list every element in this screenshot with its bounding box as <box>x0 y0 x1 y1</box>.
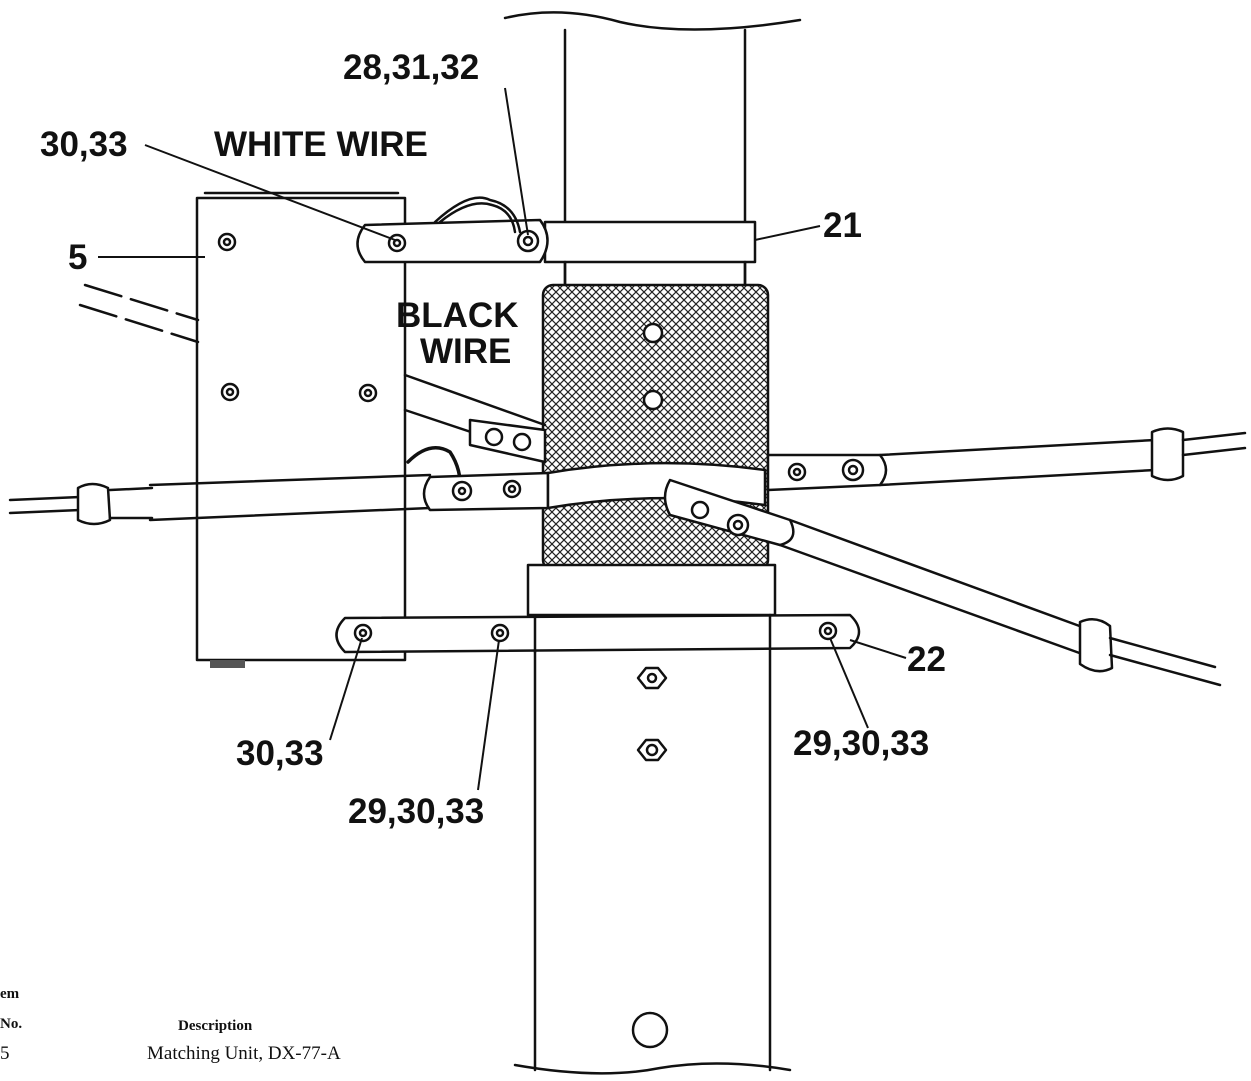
left-element-arm <box>148 473 432 522</box>
mast-hex-nut-lower <box>636 738 668 762</box>
upper-arm-plate <box>468 418 547 464</box>
callout-29-30-33-right: 29,30,33 <box>793 724 930 763</box>
callout-30-33-bottom: 30,33 <box>236 734 324 773</box>
right-element-wire <box>1181 431 1247 457</box>
callout-5: 5 <box>68 238 88 277</box>
leader-29-30-33-right <box>829 637 869 729</box>
coax-dashed-upper <box>83 283 200 322</box>
black-wire-bolt <box>451 480 473 502</box>
callout-30-33-top: 30,33 <box>40 125 128 164</box>
left-element-wire <box>8 495 82 515</box>
top-strap-link <box>356 218 549 264</box>
bottom-clamp-22 <box>335 613 861 654</box>
mast-hex-nut-upper <box>636 666 668 690</box>
upper-mast-break <box>503 11 802 31</box>
lower-mast-tube <box>533 647 772 1072</box>
matching-unit-box <box>195 196 407 662</box>
callout-22: 22 <box>907 640 946 679</box>
mast-hole <box>631 1011 669 1049</box>
right-element-arm <box>878 438 1157 487</box>
leader-21 <box>754 225 821 241</box>
callout-black-wire-line2: WIRE <box>420 332 512 371</box>
box-bolt-right <box>358 383 378 403</box>
lower-element-wire <box>1108 636 1222 687</box>
parts-list-item-header-line2: No. <box>0 1016 23 1032</box>
callout-black-wire-line1: BLACK <box>396 296 519 335</box>
strap-bolt-left <box>387 233 407 253</box>
leader-30-33-bottom <box>329 637 363 741</box>
right-clamp <box>1150 427 1185 482</box>
white-wire <box>433 196 522 234</box>
callout-28-31-32: 28,31,32 <box>343 48 480 87</box>
leader-22 <box>849 639 907 659</box>
lower-clamp <box>1078 618 1114 673</box>
callout-white-wire: WHITE WIRE <box>214 125 428 164</box>
callout-21: 21 <box>823 206 862 245</box>
leader-29-30-33-center <box>477 639 500 791</box>
matching-unit-foot <box>210 660 245 668</box>
parts-list-item-header-line1: em <box>0 986 20 1002</box>
parts-list-item-number: 5 <box>0 1043 10 1064</box>
left-clamp <box>76 482 112 526</box>
box-bolt-left <box>220 382 240 402</box>
callout-29-30-33-center: 29,30,33 <box>348 792 485 831</box>
right-strap-plate <box>766 453 888 492</box>
leader-30-33-top <box>144 144 396 241</box>
lower-collar <box>526 563 777 617</box>
top-clamp-21 <box>543 220 757 264</box>
parts-list-item-description: Matching Unit, DX-77-A <box>147 1043 341 1064</box>
parts-list-description-header: Description <box>178 1018 253 1034</box>
box-bolt-top <box>217 232 237 252</box>
lower-diagonal-arm <box>778 518 1087 657</box>
leader-28-31-32 <box>504 87 529 236</box>
coax-dashed-lower <box>78 303 200 344</box>
left-strap-plate <box>422 471 550 512</box>
lower-mast-break <box>513 1062 792 1075</box>
